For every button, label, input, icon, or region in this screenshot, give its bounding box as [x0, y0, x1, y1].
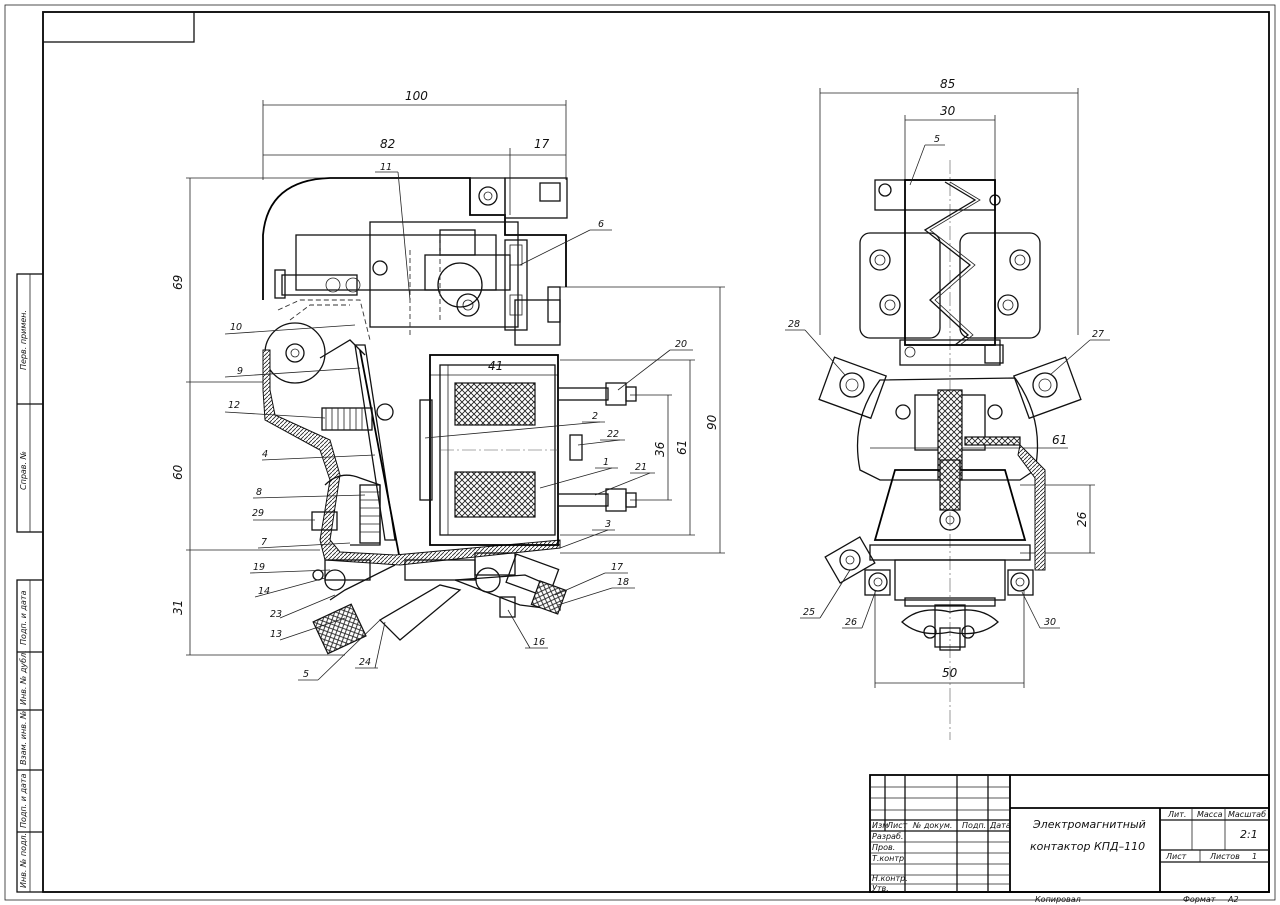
side-label-26: 26: [845, 617, 857, 628]
dim-100: 100: [405, 89, 428, 103]
dim-31: 31: [171, 600, 185, 615]
strip-cell-sprav: Справ. №: [19, 451, 28, 490]
part-label-2: 2: [592, 411, 598, 422]
part-label-4: 4: [262, 449, 268, 460]
left-strip: Перв. примен. Справ. № Подп. и дата Инв.…: [16, 273, 44, 893]
tb-lit: Лит.: [1167, 810, 1186, 819]
tb-col-data: Дата: [989, 821, 1011, 830]
tb-masshtab: Масштаб: [1228, 810, 1266, 819]
strip-cell-vzam: Взам. инв. №: [19, 711, 28, 765]
strip-cell-podp1: Подп. и дата: [19, 590, 28, 645]
tb-row-tkontr: Т.контр.: [872, 854, 907, 863]
side-view: 85 30 61 26 50: [785, 77, 1110, 740]
side-label-27: 27: [1092, 329, 1104, 340]
part-label-7: 7: [261, 537, 267, 548]
tb-title-line2: контактор КПД–110: [1030, 840, 1145, 853]
dim-61: 61: [675, 440, 689, 455]
strip-cell-inv-podl: Инв. № подл.: [19, 833, 28, 888]
dim-90: 90: [705, 414, 719, 430]
tb-copied: Копировал: [1035, 895, 1081, 904]
strip-cell-perv: Перв. примен.: [19, 310, 28, 370]
tb-list: Лист: [1165, 852, 1187, 861]
tb-col-podp: Подп.: [962, 821, 986, 830]
tb-listov-count: 1: [1252, 852, 1257, 861]
dim-61-side: 61: [1052, 433, 1067, 447]
dim-36: 36: [653, 441, 667, 457]
part-label-19: 19: [253, 562, 265, 573]
part-label-3: 3: [605, 519, 611, 530]
tb-format: А2: [1227, 895, 1239, 904]
tb-title-line1: Электромагнитный: [1032, 818, 1146, 831]
tb-col-izm: Изм: [872, 821, 888, 830]
title-block: Изм Лист № докум. Подп. Дата Разраб. Про…: [869, 774, 1270, 904]
part-label-24: 24: [359, 657, 371, 668]
part-label-23: 23: [270, 609, 282, 620]
tb-col-list: Лист: [886, 821, 908, 830]
part-label-10: 10: [230, 322, 242, 333]
dim-69: 69: [171, 275, 185, 290]
part-label-22: 22: [607, 429, 619, 440]
tb-row-utv: Утв.: [872, 884, 889, 893]
side-label-30: 30: [1044, 617, 1056, 628]
part-label-21: 21: [635, 462, 647, 473]
part-label-14: 14: [258, 586, 270, 597]
tb-scale: 2:1: [1240, 828, 1258, 841]
part-label-9: 9: [237, 366, 243, 377]
side-label-5: 5: [934, 134, 940, 145]
dim-26: 26: [1075, 511, 1089, 527]
tb-row-nkontr: Н.контр.: [872, 874, 908, 883]
dim-60: 60: [171, 464, 185, 480]
dim-30: 30: [940, 104, 956, 118]
top-left-box: [42, 11, 195, 43]
dim-85: 85: [940, 77, 955, 91]
dim-41: 41: [488, 359, 503, 373]
sheet-frame: [4, 4, 1276, 901]
tb-listov: Листов: [1209, 852, 1240, 861]
strip-cell-inv-dubl: Инв. № дубл.: [19, 650, 28, 705]
strip-cell-podp2: Подп. и дата: [19, 773, 28, 828]
front-view: 100 82 17 69 60 31 90 61 36 41: [171, 89, 725, 681]
part-label-6: 6: [598, 219, 604, 230]
tb-row-prov: Пров.: [872, 843, 895, 852]
part-label-5: 5: [303, 669, 309, 680]
part-label-8: 8: [256, 487, 262, 498]
dim-17: 17: [534, 137, 550, 151]
tb-format-label: Формат: [1183, 895, 1216, 904]
part-label-20: 20: [675, 339, 687, 350]
part-label-18: 18: [617, 577, 629, 588]
tb-massa: Масса: [1197, 810, 1223, 819]
side-label-28: 28: [788, 319, 800, 330]
part-label-13: 13: [270, 629, 282, 640]
part-label-17: 17: [611, 562, 623, 573]
dim-82: 82: [380, 137, 395, 151]
part-label-12: 12: [228, 400, 240, 411]
part-label-11: 11: [380, 162, 392, 173]
side-label-25: 25: [803, 607, 815, 618]
tb-row-razrab: Разраб.: [872, 832, 903, 841]
part-label-16: 16: [533, 637, 545, 648]
part-label-1: 1: [603, 457, 609, 468]
tb-col-docum: № докум.: [912, 821, 952, 830]
part-label-29: 29: [252, 508, 264, 519]
